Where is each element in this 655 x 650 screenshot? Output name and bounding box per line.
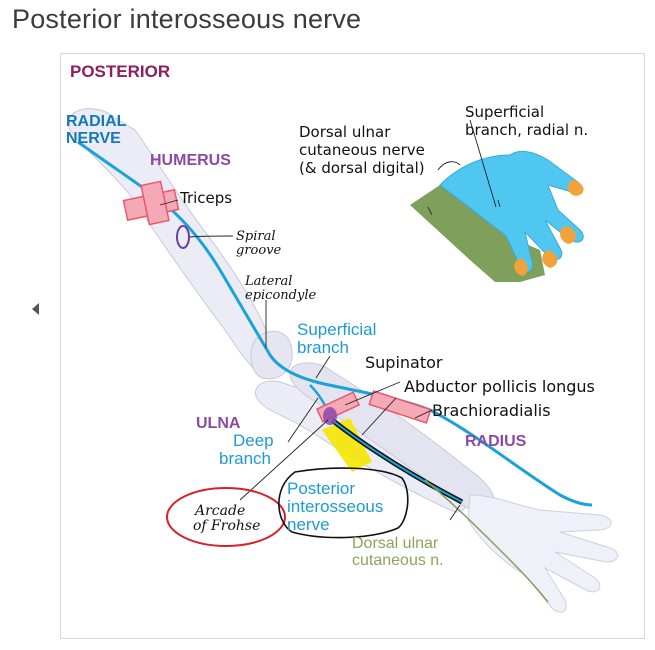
humerus-label: HUMERUS (150, 152, 231, 169)
posterior-view-label: POSTERIOR (70, 62, 170, 81)
posterior-interosseous-label-2: interosseous (287, 497, 383, 516)
hand-inset-right-label-1: Superficial (465, 103, 544, 121)
hand-inset-left-label-2: cutaneous nerve (299, 141, 425, 159)
page-title: Posterior interosseous nerve (12, 4, 362, 34)
dorsal-ulnar-cutaneous-line (424, 479, 549, 603)
abductor-pollicis-longus-label: Abductor pollicis longus (404, 377, 595, 396)
arcade-of-frohse-label-2: of Frohse (193, 518, 260, 534)
posterior-interosseous-loop (278, 467, 409, 539)
triceps-label: Triceps (179, 189, 232, 207)
triceps-muscle (122, 180, 180, 226)
lateral-epicondyle-label-2: epicondyle (245, 288, 316, 303)
supinator-muscle (315, 391, 361, 425)
radius-label: RADIUS (465, 433, 527, 450)
superficial-branch-label-1: Superficial (297, 320, 376, 339)
superficial-branch-label-2: branch (297, 338, 349, 357)
previous-arrow-icon[interactable] (32, 303, 39, 315)
lateral-epicondyle-label-1: Lateral (244, 274, 292, 289)
spiral-groove-marker (176, 225, 190, 249)
radial-nerve-label-2: NERVE (66, 130, 121, 147)
deep-branch-label-1: Deep (233, 431, 274, 450)
hand-inset (410, 150, 584, 282)
hand-inset-right-label-2: branch, radial n. (465, 121, 588, 139)
ulna-label: ULNA (196, 415, 241, 432)
arcade-of-frohse-circle (166, 487, 286, 547)
superficial-branch-line (429, 408, 593, 507)
spiral-groove-label-2: groove (236, 243, 282, 258)
hand-bones (467, 494, 619, 613)
hand-inset-left-label-1: Dorsal ulnar (299, 123, 391, 141)
posterior-interosseous-label-1: Posterior (287, 479, 355, 498)
spiral-groove-label-1: Spiral (236, 229, 276, 244)
hand-inset-left-label-3: (& dorsal digital) (299, 159, 425, 177)
brachioradialis-muscle (368, 390, 432, 424)
brachioradialis-label: Brachioradialis (432, 401, 551, 420)
deep-branch-label-2: branch (219, 449, 271, 468)
abductor-pollicis-longus-region (322, 418, 372, 472)
dorsal-ulnar-cutaneous-label-1: Dorsal ulnar (352, 535, 439, 552)
supinator-label: Supinator (365, 353, 443, 372)
posterior-interosseous-label-3: nerve (287, 515, 330, 534)
dorsal-ulnar-cutaneous-label-2: cutaneous n. (352, 552, 444, 569)
arcade-of-frohse-label-1: Arcade (193, 503, 245, 519)
radial-nerve-label-1: RADIAL (66, 113, 127, 130)
